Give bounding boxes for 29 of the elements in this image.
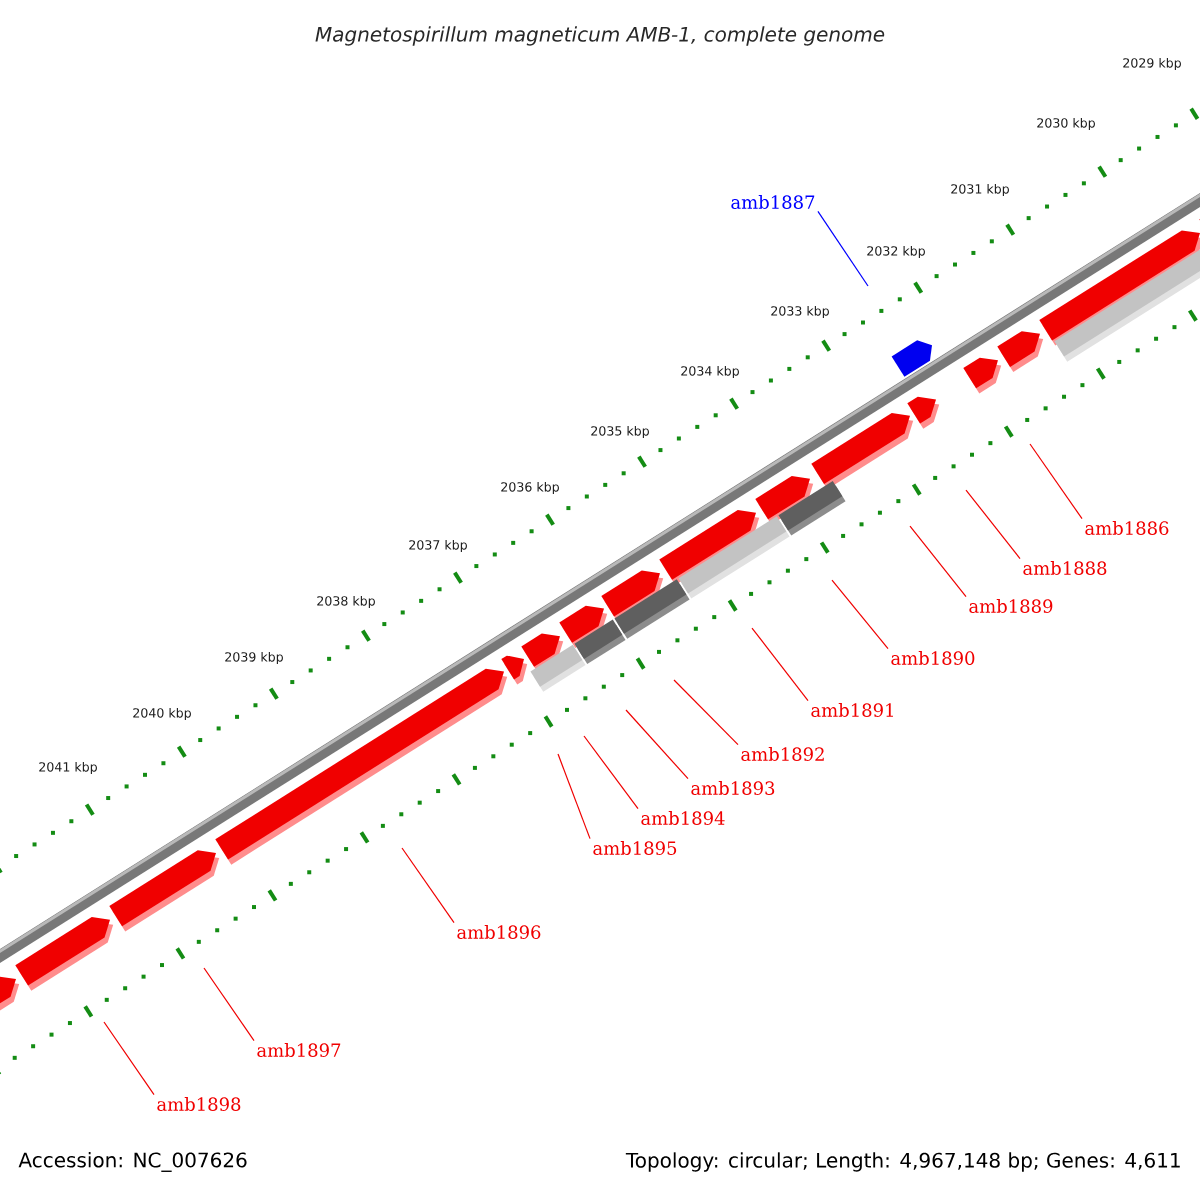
leader-line xyxy=(965,489,1021,560)
leader-line xyxy=(831,579,889,650)
gene-label: amb1892 xyxy=(741,747,824,761)
gene-label: amb1895 xyxy=(593,841,677,855)
leader-line xyxy=(103,1021,155,1096)
leader-line xyxy=(673,679,739,746)
gene-label: amb1894 xyxy=(641,811,725,825)
gene-label: amb1891 xyxy=(811,703,893,717)
leader-line xyxy=(625,709,689,780)
gene-label: amb1896 xyxy=(457,925,541,939)
leader-line xyxy=(203,967,255,1042)
leader-line xyxy=(909,525,967,598)
gene-label: amb1886 xyxy=(1085,521,1169,535)
gene-label: amb1898 xyxy=(157,1097,241,1111)
leader-line xyxy=(583,735,639,810)
leader-line xyxy=(1029,443,1083,520)
leader-line xyxy=(401,847,455,924)
leader-line xyxy=(817,210,869,287)
gene-label: amb1888 xyxy=(1023,561,1107,575)
gene-label: amb1890 xyxy=(891,651,975,665)
footer-text: Topology: circular; Length: 4,967,148 bp; Genes: 4,611 xyxy=(625,1152,1180,1172)
leader-line xyxy=(751,627,809,702)
gene-label: amb1889 xyxy=(969,599,1053,613)
gene-label: amb1897 xyxy=(257,1043,341,1057)
gene-label: amb1893 xyxy=(691,781,775,795)
title: Magnetospirillum magneticum AMB-1, complete genome xyxy=(315,26,885,46)
footer-text: Accession: NC_007626 xyxy=(18,1152,247,1172)
leader-line xyxy=(557,753,591,840)
gene-label: amb1887 xyxy=(731,195,815,209)
